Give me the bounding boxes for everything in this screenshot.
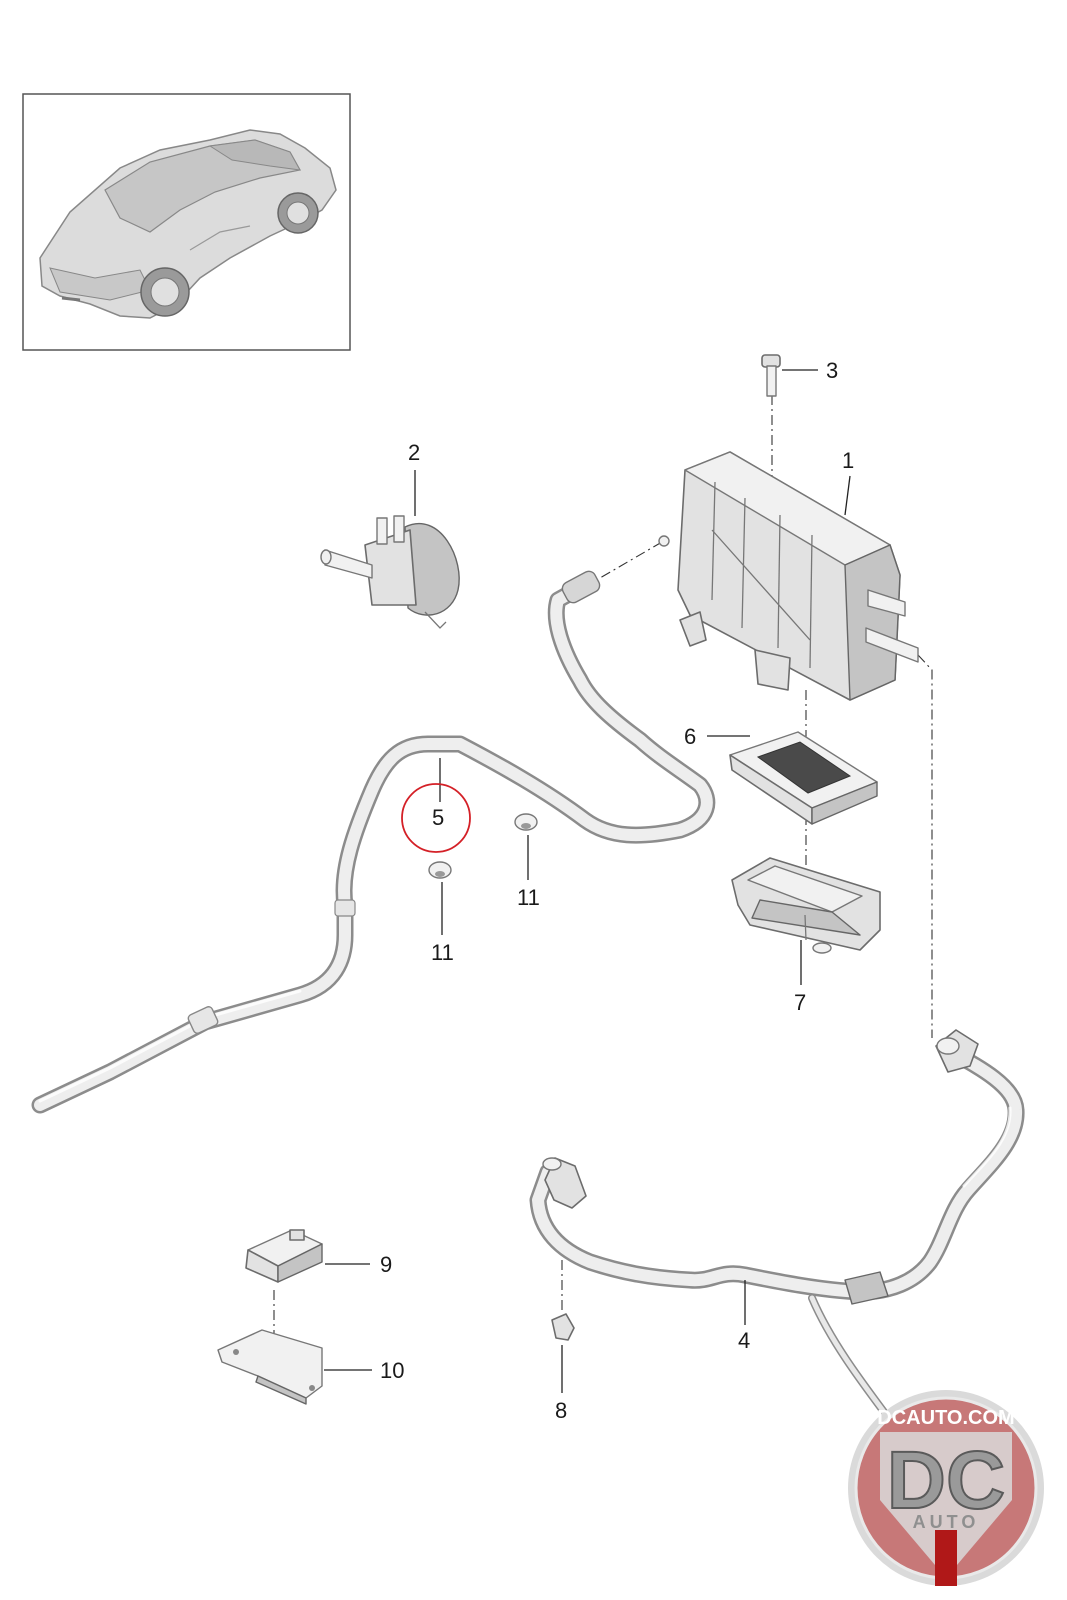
- callout-4: 4: [738, 1328, 750, 1353]
- callout-6: 6: [684, 724, 696, 749]
- callout-1: 1: [842, 448, 854, 473]
- callout-3: 3: [826, 358, 838, 383]
- grommet: [514, 813, 538, 831]
- grommet: [428, 861, 452, 879]
- bolt: [761, 354, 781, 397]
- dcauto-logo: DCAUTO.COM DC AUTO: [848, 1390, 1044, 1586]
- vent-hose: [31, 570, 716, 1114]
- vehicle-thumbnail: [22, 93, 351, 351]
- logo-domain-text: DCAUTO.COM: [877, 1407, 1014, 1429]
- callout-9: 9: [380, 1252, 392, 1277]
- hose-clip: [551, 1313, 575, 1341]
- callout-7: 7: [794, 990, 806, 1015]
- logo-mark: DC: [887, 1435, 1005, 1526]
- filter-housing: [731, 857, 881, 954]
- callout-8: 8: [555, 1398, 567, 1423]
- charcoal-canister: [658, 451, 919, 701]
- callout-10: 10: [380, 1358, 404, 1383]
- purge-hose: [529, 1029, 1025, 1424]
- leader-lines: [324, 369, 851, 1393]
- purge-valve: [320, 515, 460, 629]
- callout-5: 5: [432, 805, 444, 830]
- callouts: 3 2 1 6 5 11 11 7 9 4 10 8: [380, 358, 854, 1423]
- logo-subtext: AUTO: [913, 1512, 980, 1532]
- callout-2: 2: [408, 440, 420, 465]
- callout-11: 11: [431, 940, 454, 965]
- highlight-circle: [401, 783, 471, 853]
- filter-element: [729, 731, 878, 825]
- mounting-bracket: [217, 1329, 323, 1405]
- control-unit: [245, 1229, 323, 1283]
- car-icon: [39, 129, 337, 319]
- callout-11: 11: [517, 885, 540, 910]
